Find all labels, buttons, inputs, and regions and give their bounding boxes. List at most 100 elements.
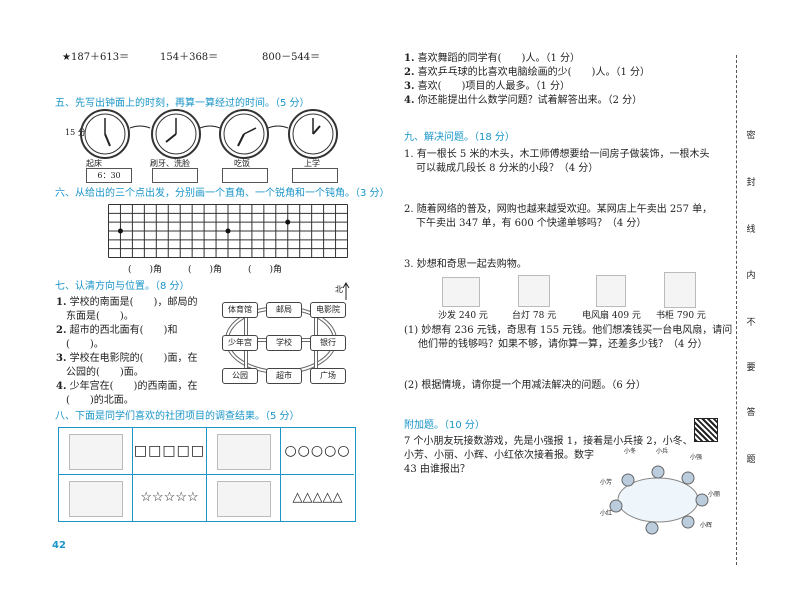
calc-expression-3: 800－544＝ [262,52,321,63]
q8-question-3: 3. 喜欢( )项目的人最多。（1 分） [404,81,570,92]
map-place: 体育馆 [222,302,258,318]
clock-icon [219,109,269,159]
q9-title: 九、解决问题。（18 分） [404,132,515,143]
table-cell: □□□□□ [133,428,207,475]
piano-icon [69,481,123,517]
child-label: 小冬 [624,448,637,455]
map-place: 邮局 [266,302,302,318]
arrow-icon [129,125,151,129]
map-place: 公园 [222,368,258,384]
map-place: 超市 [266,368,302,384]
seal-char: 内 [746,271,756,281]
star-icon: ★ [62,52,71,63]
dance-icon [217,481,271,517]
clock-icon [288,109,338,159]
dot-grid[interactable] [108,204,348,258]
table-cell [59,428,133,475]
q9-problem-1: 1. 有一根长 5 米的木头，木工师傅想要给一间房子做装饰，一根木头 [404,149,710,160]
bonus-title: 附加题。（10 分） [404,420,485,431]
child-label: 小兵 [656,448,669,455]
clock-icon [151,109,201,159]
calc-row: ★187＋613＝ [62,51,129,65]
calc-expression-1: 187＋613＝ [70,52,130,63]
time-answer-box[interactable] [292,168,338,183]
page-number: 42 [52,540,66,551]
seal-line [736,55,737,565]
time-answer-box[interactable]: 6：30 [86,168,132,183]
q9-sub-1-line2: 他们带的钱够吗？如果不够，请你算一算，还差多少钱？（4 分） [418,339,708,350]
q8-question-1: 1. 喜欢舞蹈的同学有( )人。（1 分） [404,53,580,64]
map-place: 广场 [310,368,346,384]
bonus-line-1: 7 个小朋友玩接数游戏，先是小强报 1，接着是小兵接 2，小冬、 [404,436,693,447]
lamp-icon [518,275,550,307]
q7-item-1-line2: 东面是( )。 [66,311,134,322]
map-place: 电影院 [310,302,346,318]
fan-icon [596,275,626,307]
q9-problem-3: 3. 妙想和奇思一起去购物。 [404,259,527,270]
computer-drawing-icon [69,434,123,470]
table-cell [59,475,133,521]
child-label: 小丽 [708,491,721,498]
calc-expression-2: 154＋368＝ [160,52,219,63]
seal-char: 答 [746,408,756,418]
good-label: 电风扇 409 元 [582,311,641,321]
map-place: 学校 [266,335,302,351]
arrow-icon [267,125,289,129]
q8-title: 八、下面是同学们喜欢的社团项目的调查结果。（5 分） [55,411,300,422]
q7-title: 七、认清方向与位置。（8 分） [55,281,190,292]
interval-label: 15 分 [65,128,86,137]
good-label: 沙发 240 元 [438,311,488,321]
q9-problem-2: 2. 随着网络的普及，网购也越来越受欢迎。某网店上午卖出 257 单， [404,204,713,215]
clock-icon [80,109,130,159]
clock-label: 刷牙、洗脸 [150,159,190,168]
table-cell [207,475,281,521]
child-label: 小红 [600,510,613,517]
sofa-icon [442,277,480,307]
good-label: 台灯 78 元 [512,311,557,321]
time-answer-box[interactable] [152,168,198,183]
seal-char: 密 [746,131,756,141]
seal-char: 要 [746,363,756,373]
survey-table: □□□□□ ○○○○○ ☆☆☆☆☆ △△△△△ [58,427,356,522]
q9-problem-2-line2: 下午卖出 347 单，有 600 个快递单够吗？（4 分） [416,218,647,229]
clock-label: 吃饭 [234,159,250,168]
q6-title: 六、从给出的三个点出发，分别画一个直角、一个锐角和一个钝角。（3 分） [55,188,390,199]
north-label: 北 [335,285,343,294]
table-cell: ○○○○○ [281,428,354,475]
angle-answer-2[interactable]: ( )角 [188,265,223,275]
pingpong-icon [217,434,271,470]
start-point [117,228,123,234]
clock-label: 起床 [86,159,102,168]
clock-label: 上学 [304,159,320,168]
q9-problem-1-line2: 可以裁成几段长 8 分米的小段？（4 分） [416,163,599,174]
q7-item-4-line2: ( )的北面。 [66,395,134,406]
angle-answer-1[interactable]: ( )角 [128,265,163,275]
start-point [225,228,231,234]
map-place: 银行 [310,335,346,351]
seal-char: 题 [746,455,756,465]
q7-item-3: 3. 学校在电影院的( )面，在 [56,353,198,364]
seal-char: 封 [746,178,756,188]
table-cell: △△△△△ [292,490,343,505]
angle-answer-3[interactable]: ( )角 [248,265,283,275]
good-label: 书柜 790 元 [656,311,706,321]
q7-item-3-line2: 公园的( )面。 [66,367,144,378]
bonus-line-3: 43 由谁报出？ [404,464,470,475]
q9-sub-1: (1) 妙想有 236 元钱，奇思有 155 元钱。他们想凑钱买一台电风扇，请问 [404,325,733,336]
q7-item-4: 4. 少年宫在( )的西南面，在 [56,381,198,392]
q9-sub-2: (2) 根据情境，请你提一个用减法解决的问题。（6 分） [404,380,646,391]
bonus-line-2: 小芳、小丽、小辉、小红依次接着报。数字 [404,450,594,461]
q7-item-2-line2: ( )。 [66,339,104,350]
q8-question-4: 4. 你还能提出什么数学问题？试着解答出来。（2 分） [404,95,643,106]
child-label: 小辉 [700,522,713,529]
q5-title: 五、先写出钟面上的时刻，再算一算经过的时间。（5 分） [55,98,310,109]
child-label: 小强 [690,454,703,461]
start-point [285,219,291,225]
table-cell: ☆☆☆☆☆ [133,475,207,521]
time-answer-box[interactable] [222,168,268,183]
children-circle-illustration [609,465,709,535]
arrow-icon [199,125,221,129]
seal-char: 不 [746,318,756,328]
seal-char: 线 [746,225,756,235]
qr-code-icon[interactable] [694,418,718,442]
